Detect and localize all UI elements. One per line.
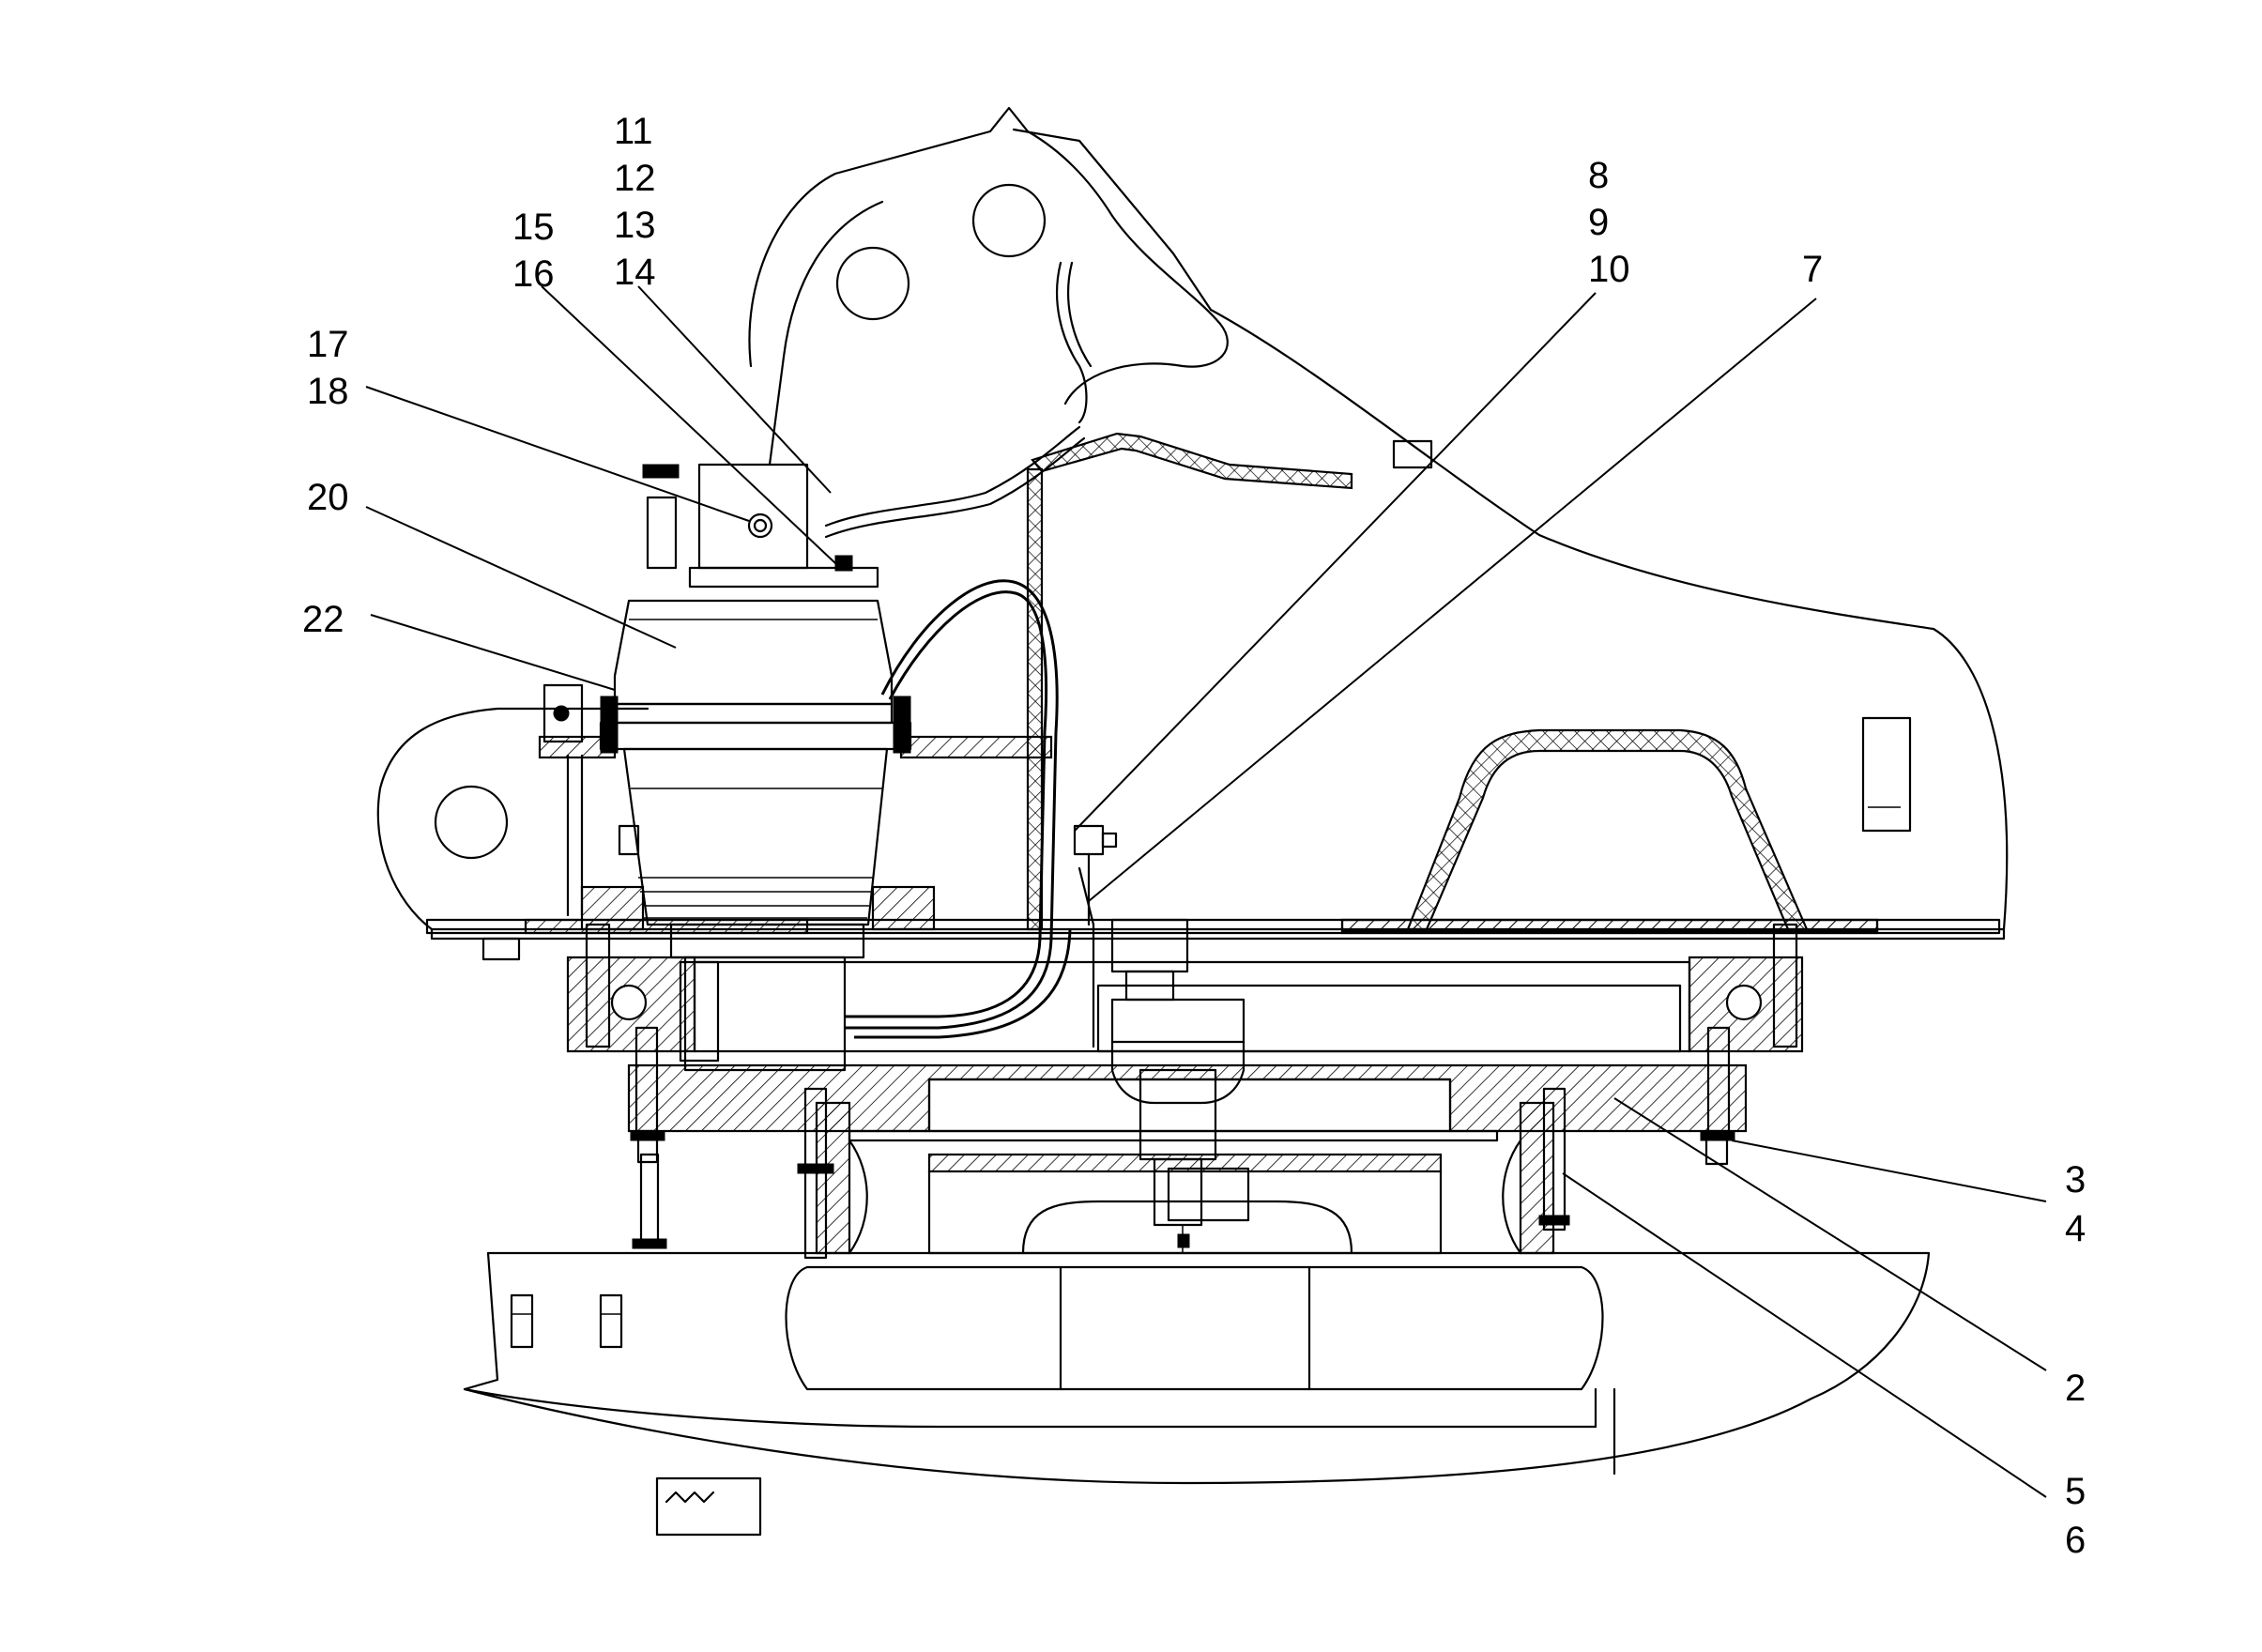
callout-9: 9 bbox=[1588, 202, 1609, 243]
callout-12: 12 bbox=[614, 158, 656, 199]
leader-7 bbox=[1088, 298, 1817, 902]
callout-20: 20 bbox=[307, 477, 349, 518]
leader-lines bbox=[365, 285, 2047, 1498]
callout-11: 11 bbox=[614, 111, 653, 152]
swing-bearing bbox=[425, 918, 2001, 1166]
callout-5: 5 bbox=[2065, 1471, 2086, 1512]
leader-2 bbox=[1613, 1097, 2047, 1371]
swing-motor bbox=[538, 463, 1053, 1072]
leader-22 bbox=[370, 614, 616, 691]
callout-8: 8 bbox=[1588, 155, 1609, 196]
valve-fittings bbox=[1073, 824, 1118, 1048]
callout-10: 10 bbox=[1588, 249, 1630, 290]
callout-7: 7 bbox=[1802, 249, 1823, 290]
callout-13: 13 bbox=[614, 205, 656, 246]
lower-carbody bbox=[463, 918, 1931, 1537]
callout-14: 14 bbox=[614, 252, 656, 293]
leader-17-18 bbox=[365, 386, 750, 522]
leader-3-4 bbox=[1731, 1140, 2047, 1202]
callout-18: 18 bbox=[307, 371, 349, 412]
leader-5-6 bbox=[1562, 1172, 2047, 1498]
callout-3: 3 bbox=[2065, 1159, 2086, 1201]
callout-labels: 11 12 13 14 15 16 17 18 20 22 8 9 10 7 3… bbox=[302, 111, 2086, 1561]
callout-6: 6 bbox=[2065, 1520, 2086, 1561]
callout-17: 17 bbox=[307, 324, 349, 365]
leader-11-14 bbox=[637, 285, 832, 494]
leader-20 bbox=[365, 506, 677, 649]
callout-22: 22 bbox=[302, 599, 344, 640]
callout-16: 16 bbox=[512, 253, 555, 295]
callout-15: 15 bbox=[512, 206, 555, 248]
callout-2: 2 bbox=[2065, 1368, 2086, 1409]
leader-8-10 bbox=[1074, 292, 1597, 832]
hydraulic-lines bbox=[824, 261, 1353, 1039]
leader-15-16 bbox=[541, 285, 836, 564]
callout-4: 4 bbox=[2065, 1208, 2086, 1249]
